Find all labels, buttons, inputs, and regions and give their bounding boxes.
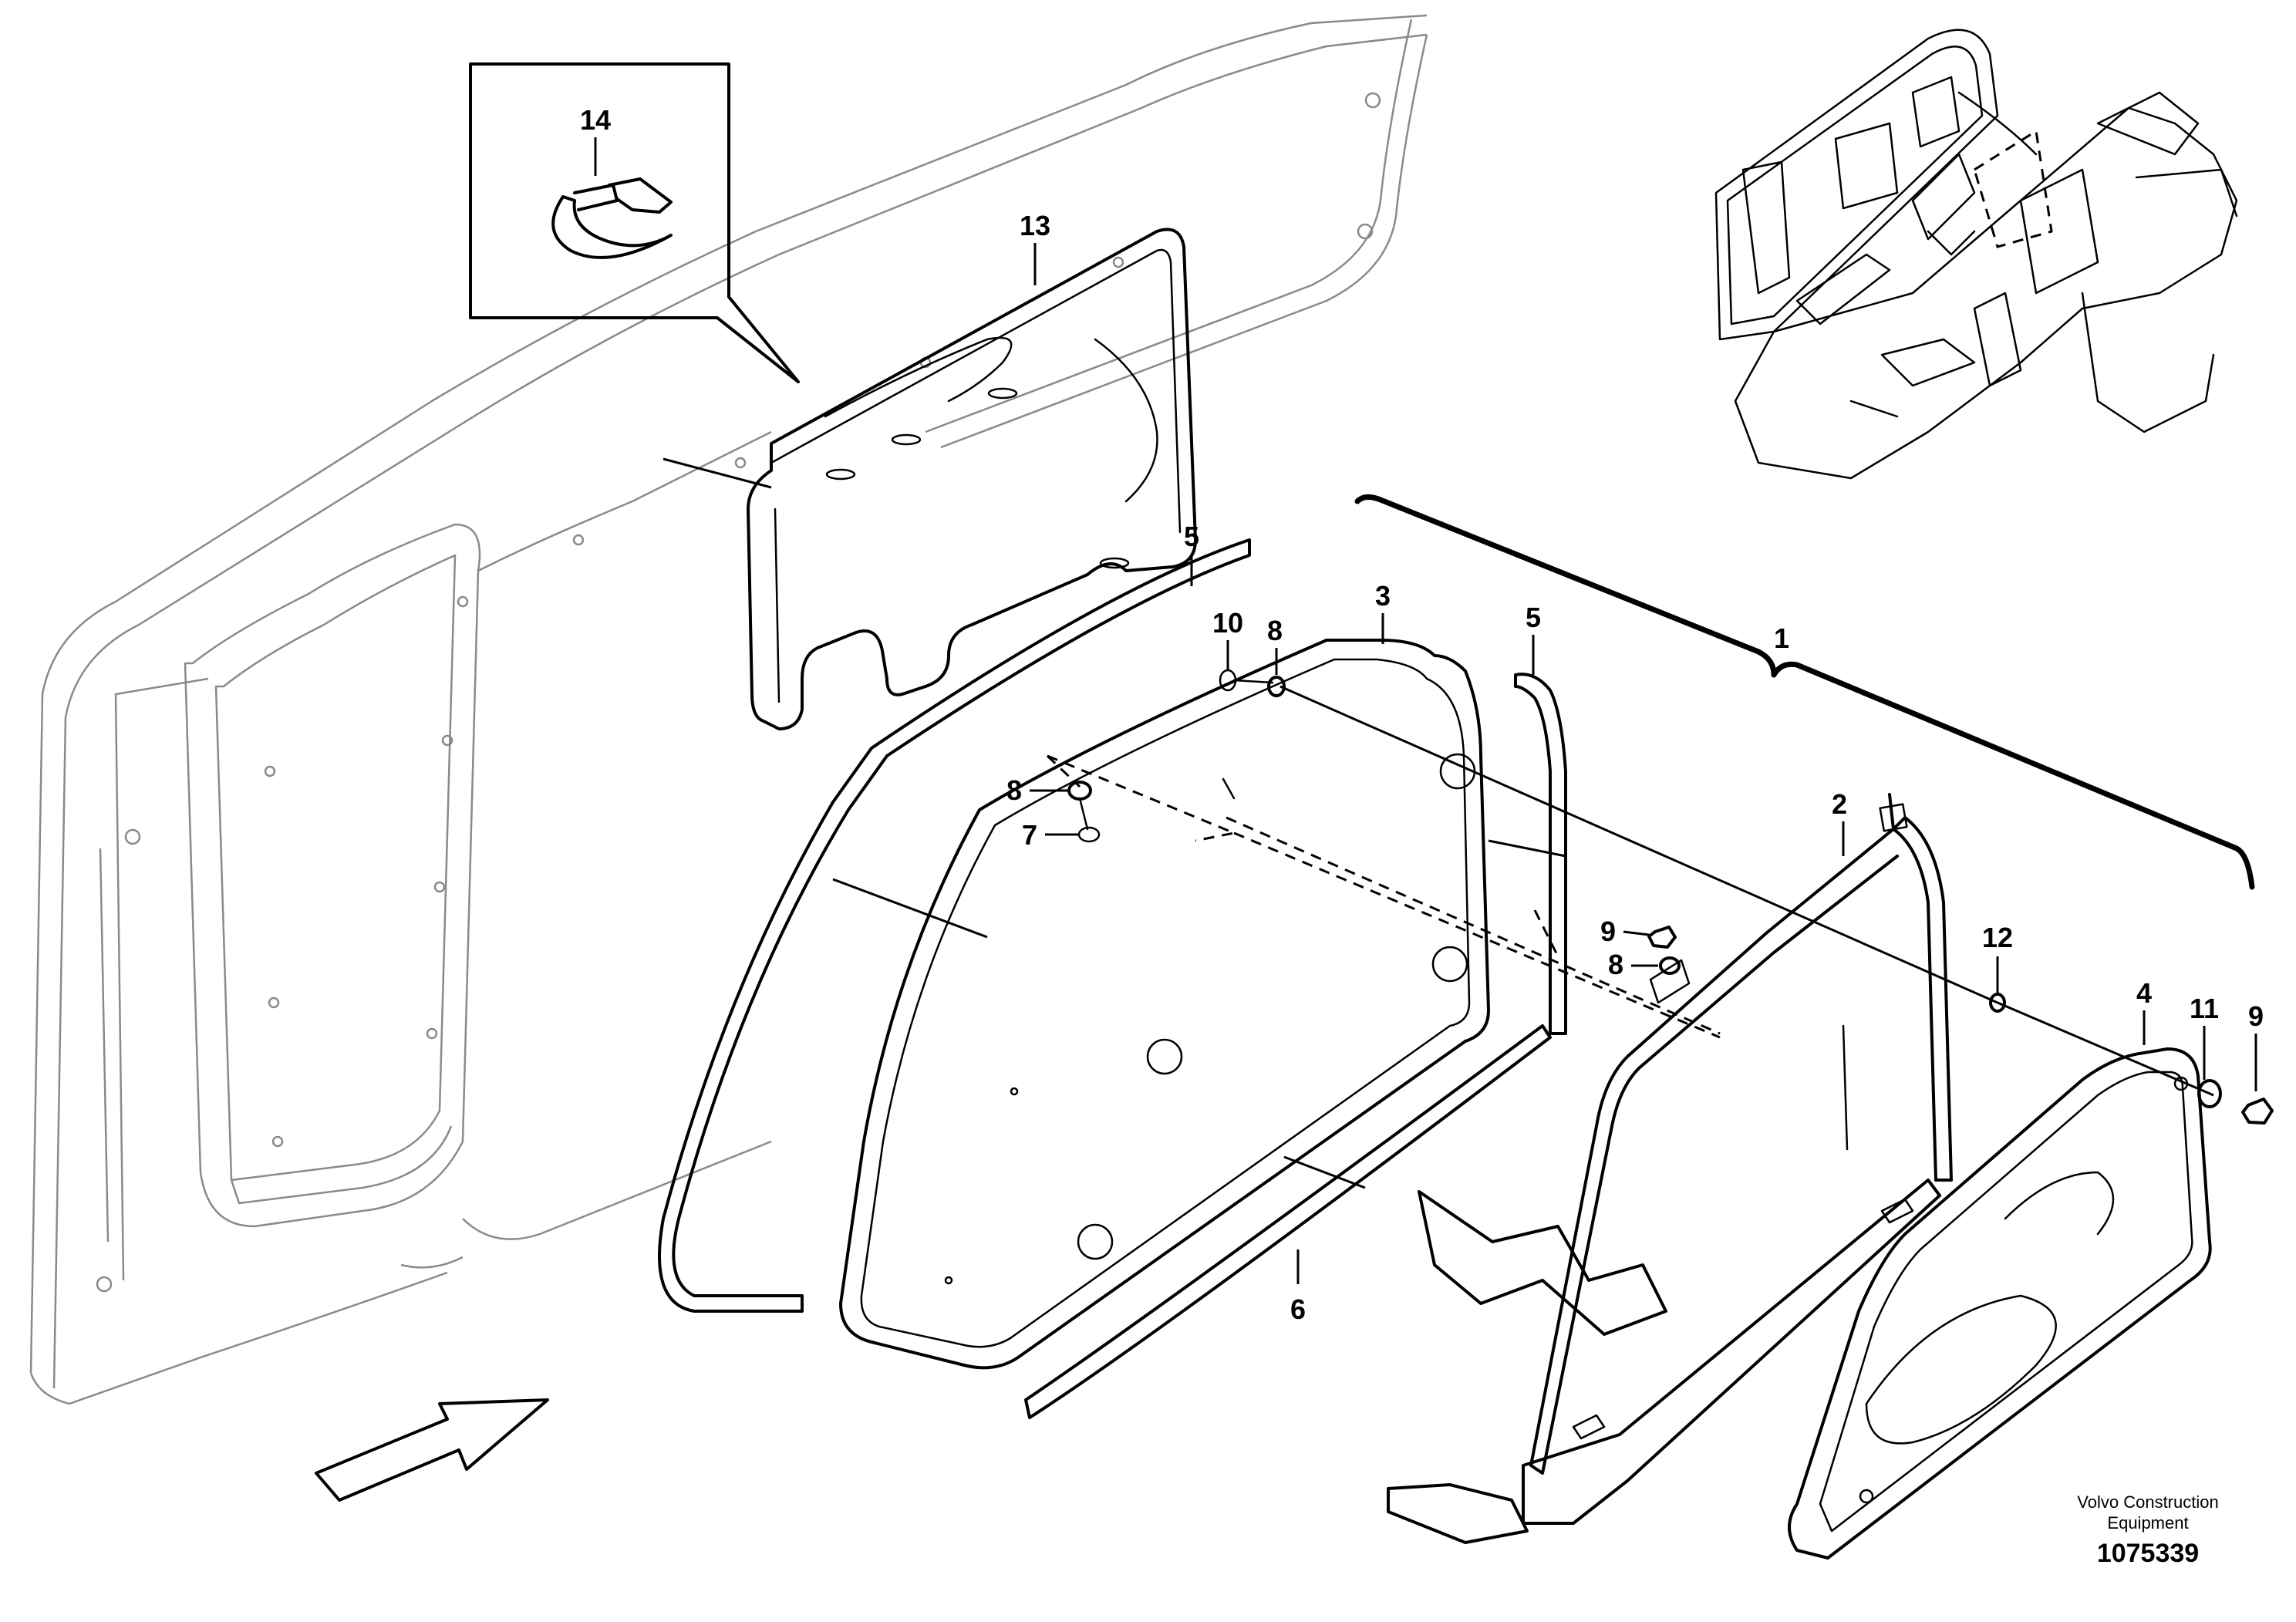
fasteners xyxy=(1067,669,2274,1125)
callout-5-left: 5 xyxy=(1184,521,1199,552)
callout-4: 4 xyxy=(2136,977,2152,1009)
callout-14: 14 xyxy=(580,104,611,136)
bolt-10 xyxy=(1219,669,1274,692)
bracket-1 xyxy=(1354,494,2255,890)
nut-9-right xyxy=(2241,1098,2274,1125)
callout-9-right: 9 xyxy=(2248,1000,2264,1032)
callout-8-left: 8 xyxy=(1006,774,1022,806)
callout-8-top: 8 xyxy=(1267,615,1283,646)
callout-leaders xyxy=(594,137,2257,1284)
callout-13: 13 xyxy=(1020,210,1050,241)
seal-strip-6 xyxy=(1024,1024,1552,1419)
callout-2: 2 xyxy=(1832,788,1847,820)
insulation-panel-13 xyxy=(747,228,1197,730)
callout-1: 1 xyxy=(1774,622,1789,654)
washer-8-top xyxy=(1267,676,1286,697)
callout-7: 7 xyxy=(1022,819,1037,851)
callout-3: 3 xyxy=(1375,580,1391,612)
side-panel-3 xyxy=(839,639,1490,1370)
detail-box-14 xyxy=(469,62,800,383)
assembly-lines xyxy=(663,457,2214,1189)
drawing-footer: Volvo Construction Equipment 1075339 xyxy=(2077,1492,2218,1568)
seal-strip-5-left xyxy=(658,538,1251,1313)
callout-labels: 14 13 5 5 3 1 2 10 8 8 7 9 8 12 4 11 9 6 xyxy=(580,104,2264,1325)
screw-7 xyxy=(1077,797,1101,843)
cab-body-outline xyxy=(29,14,1428,1405)
callout-10: 10 xyxy=(1212,607,1243,639)
callout-9-mid: 9 xyxy=(1600,916,1616,947)
side-panel-4 xyxy=(1788,1047,2212,1560)
callout-11: 11 xyxy=(2190,993,2219,1024)
view-direction-arrow xyxy=(315,1398,549,1502)
callout-5-right: 5 xyxy=(1526,602,1541,633)
nut-9-mid xyxy=(1647,926,1677,949)
washer-8-left xyxy=(1067,781,1092,801)
callout-6: 6 xyxy=(1290,1293,1306,1325)
washer-8-mid xyxy=(1659,956,1681,975)
drawing-number: 1075339 xyxy=(2097,1539,2199,1568)
callout-8-mid: 8 xyxy=(1608,949,1623,980)
overview-thumbnail xyxy=(1714,29,2238,480)
callout-12: 12 xyxy=(1982,922,2013,953)
seal-strip-5-right xyxy=(1514,673,1567,1035)
brand-line-2: Equipment xyxy=(2107,1513,2188,1533)
brand-line-1: Volvo Construction xyxy=(2077,1492,2218,1512)
washer-11 xyxy=(2197,1079,2222,1108)
frame-2 xyxy=(1387,793,1953,1544)
